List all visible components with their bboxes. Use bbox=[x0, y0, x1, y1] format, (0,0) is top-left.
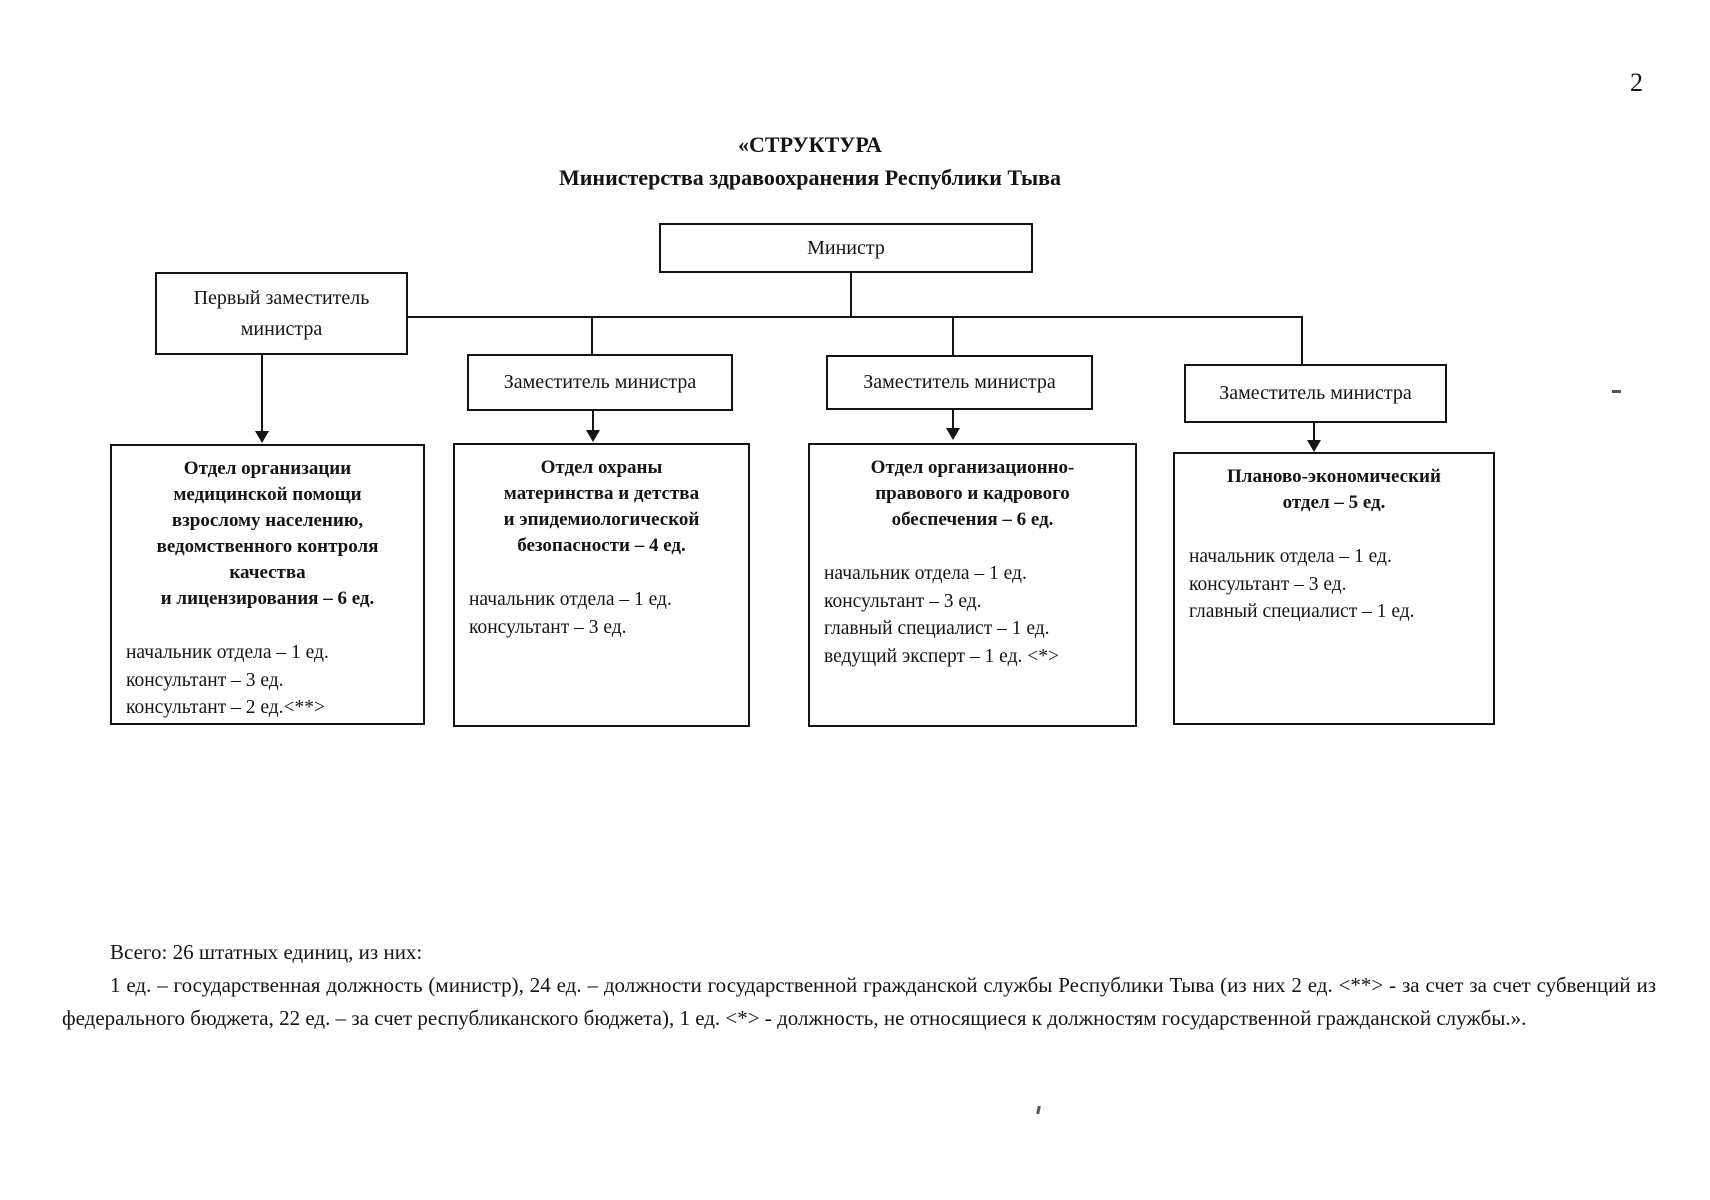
deputy-box-3: Заместитель министра bbox=[1184, 364, 1447, 423]
page-number: 2 bbox=[1630, 68, 1643, 97]
dept-box-legal-hr: Отдел организационно- правового и кадров… bbox=[808, 443, 1137, 727]
arrow-line-deputy-2 bbox=[952, 410, 954, 429]
first-deputy-label: Первый заместитель министра bbox=[193, 286, 370, 340]
minister-box: Министр bbox=[659, 223, 1033, 273]
deputy-box-1: Заместитель министра bbox=[467, 354, 733, 411]
scan-speck-dash bbox=[1612, 390, 1621, 393]
arrow-head-deputy-2 bbox=[946, 428, 960, 440]
connector-deputy-2-drop bbox=[952, 317, 954, 355]
dept-title: Отдел охраны материнства и детства и эпи… bbox=[503, 457, 700, 556]
connector-deputy-3-drop bbox=[1301, 317, 1303, 364]
footer-breakdown-paragraph: 1 ед. – государственная должность (минис… bbox=[62, 973, 1656, 1030]
arrow-line-deputy-1 bbox=[592, 411, 594, 432]
first-deputy-box: Первый заместитель министра bbox=[155, 272, 408, 355]
dept-staff-list: начальник отдела – 1 ед. консультант – 3… bbox=[824, 563, 1059, 667]
document-title: «СТРУКТУРА Министерства здравоохранения … bbox=[558, 132, 1062, 190]
dept-box-medical-aid: Отдел организации медицинской помощи взр… bbox=[110, 444, 425, 725]
dept-staff-list: начальник отдела – 1 ед. консультант – 3… bbox=[1189, 546, 1415, 622]
deputy-label: Заместитель министра bbox=[503, 371, 697, 393]
connector-horizontal-bus bbox=[408, 316, 1303, 318]
connector-deputy-1-drop bbox=[591, 317, 593, 354]
arrow-head-first-deputy bbox=[255, 431, 269, 443]
minister-label: Министр bbox=[807, 236, 885, 259]
dept-box-planning-economics: Планово-экономический отдел – 5 ед. нача… bbox=[1173, 452, 1495, 725]
footer-total-line: Всего: 26 штатных единиц, из них: bbox=[110, 940, 423, 964]
arrow-line-first-deputy bbox=[261, 355, 263, 432]
footer-summary: Всего: 26 штатных единиц, из них: 1 ед. … bbox=[62, 936, 1656, 1035]
arrow-head-deputy-3 bbox=[1307, 440, 1321, 452]
deputy-label: Заместитель министра bbox=[1219, 382, 1412, 404]
dept-title: Отдел организационно- правового и кадров… bbox=[870, 457, 1075, 530]
deputy-label: Заместитель министра bbox=[863, 371, 1056, 393]
dept-title: Отдел организации медицинской помощи взр… bbox=[156, 458, 379, 609]
scan-speck-tick bbox=[1036, 1105, 1041, 1115]
connector-minister-drop bbox=[850, 273, 852, 317]
dept-staff-list: начальник отдела – 1 ед. консультант – 3… bbox=[469, 589, 672, 638]
deputy-box-2: Заместитель министра bbox=[826, 355, 1093, 410]
dept-staff-list: начальник отдела – 1 ед. консультант – 3… bbox=[126, 642, 329, 718]
dept-box-maternity-epidemiology: Отдел охраны материнства и детства и эпи… bbox=[453, 443, 750, 727]
arrow-line-deputy-3 bbox=[1313, 423, 1315, 441]
arrow-head-deputy-1 bbox=[586, 430, 600, 442]
dept-title: Планово-экономический отдел – 5 ед. bbox=[1227, 466, 1441, 513]
